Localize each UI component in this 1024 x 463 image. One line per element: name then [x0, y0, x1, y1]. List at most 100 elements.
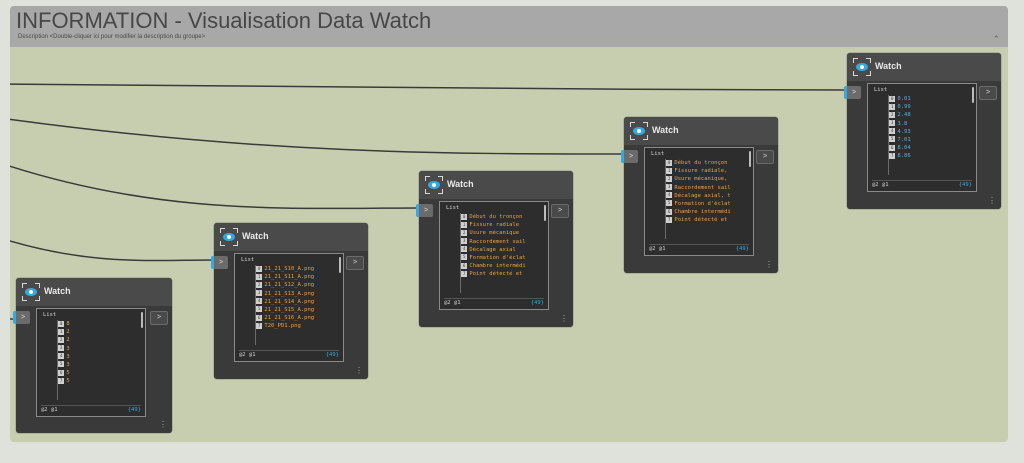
list-levels[interactable]: @2 @1: [41, 407, 58, 413]
watch-eye-icon: [425, 176, 443, 194]
scrollbar[interactable]: [339, 257, 341, 273]
node-header[interactable]: Watch: [847, 53, 1001, 81]
list-levels[interactable]: @2 @1: [444, 300, 461, 306]
group-header[interactable]: INFORMATION - Visualisation Data Watch D…: [10, 6, 1008, 47]
node-menu-icon[interactable]: ⋮: [159, 420, 167, 429]
output-port[interactable]: >: [150, 311, 168, 325]
output-port[interactable]: >: [346, 256, 364, 270]
list-label: List: [446, 205, 460, 211]
node-header[interactable]: Watch: [624, 117, 778, 145]
input-port[interactable]: >: [13, 311, 30, 324]
watch-eye-icon: [220, 228, 238, 246]
node-menu-icon[interactable]: ⋮: [355, 366, 363, 375]
input-port[interactable]: >: [211, 256, 228, 269]
panel-footer: @2 @1 {49}: [239, 350, 339, 359]
panel-footer: @2 @1 {49}: [872, 180, 972, 189]
watch-eye-icon: [853, 58, 871, 76]
item-count: {49}: [127, 407, 141, 413]
node-title: Watch: [875, 61, 902, 71]
input-port[interactable]: >: [844, 86, 861, 99]
node-header[interactable]: Watch: [16, 278, 172, 306]
list-levels[interactable]: @2 @1: [239, 352, 256, 358]
list-levels[interactable]: @2 @1: [872, 182, 889, 188]
watch-eye-icon: [630, 122, 648, 140]
scrollbar[interactable]: [972, 87, 974, 103]
node-menu-icon[interactable]: ⋮: [988, 196, 996, 205]
item-count: {49}: [530, 300, 544, 306]
wire-to-node-4: [10, 118, 625, 155]
group-title[interactable]: INFORMATION - Visualisation Data Watch: [16, 8, 432, 33]
node-menu-icon[interactable]: ⋮: [560, 314, 568, 323]
scrollbar[interactable]: [544, 205, 546, 221]
node-menu-icon[interactable]: ⋮: [765, 260, 773, 269]
output-port[interactable]: >: [551, 204, 569, 218]
input-port[interactable]: >: [416, 204, 433, 217]
output-port[interactable]: >: [756, 150, 774, 164]
wires: [10, 83, 849, 320]
list-levels[interactable]: @2 @1: [649, 246, 666, 252]
node-title: Watch: [44, 286, 71, 296]
input-port[interactable]: >: [621, 150, 638, 163]
node-header[interactable]: Watch: [419, 171, 573, 199]
scrollbar[interactable]: [141, 312, 143, 328]
group-description[interactable]: Description <Double-cliquer ici pour mod…: [18, 34, 206, 40]
scrollbar[interactable]: [749, 151, 751, 167]
node-title: Watch: [652, 125, 679, 135]
chevron-up-icon[interactable]: ⌃: [992, 34, 1000, 44]
output-port[interactable]: >: [979, 86, 997, 100]
node-header[interactable]: Watch: [214, 223, 368, 251]
node-title: Watch: [242, 231, 269, 241]
group-container[interactable]: INFORMATION - Visualisation Data Watch D…: [10, 6, 1008, 442]
